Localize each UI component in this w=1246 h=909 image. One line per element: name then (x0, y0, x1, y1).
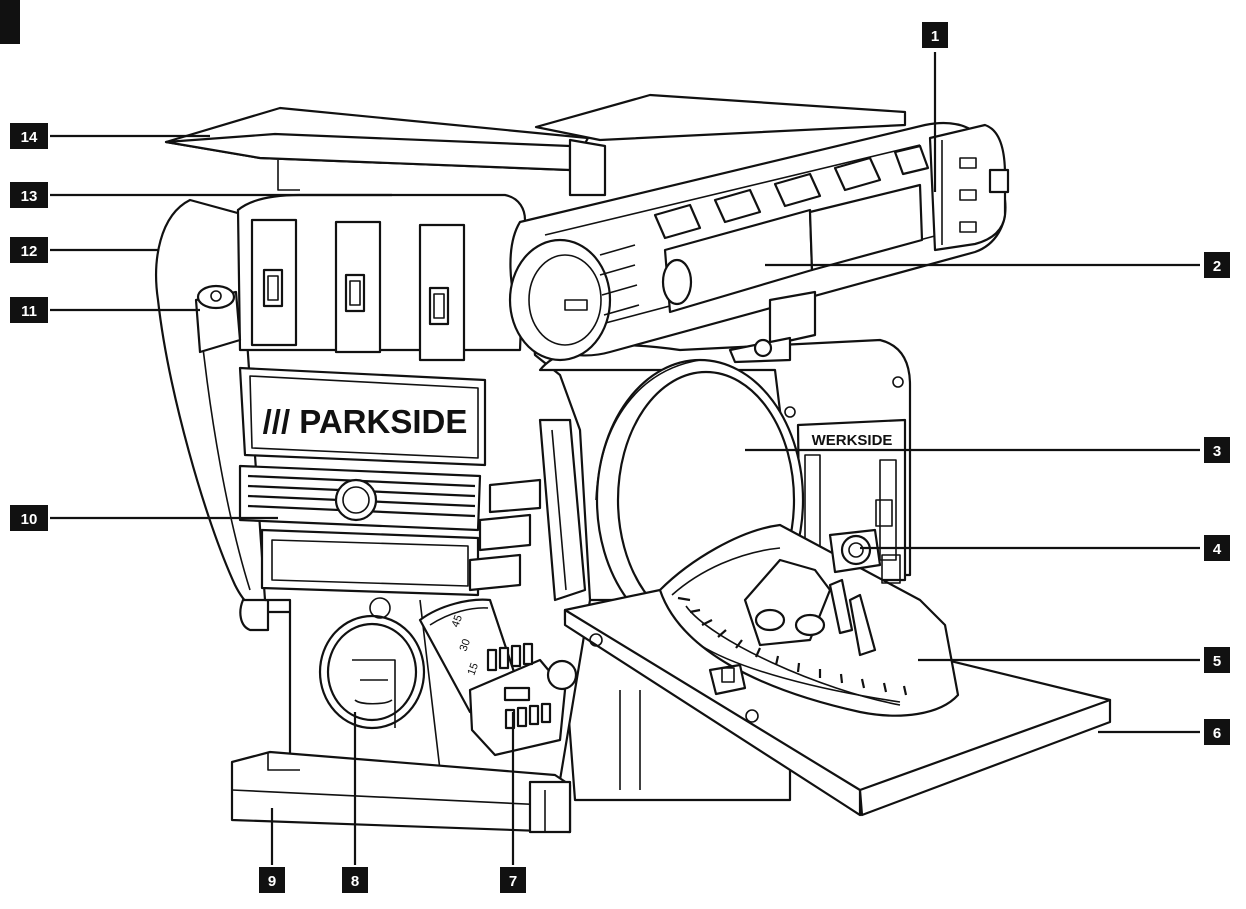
sanding-belt-unit (508, 121, 1010, 364)
callout-14: 14 (10, 123, 48, 149)
callout-7-label: 7 (509, 873, 517, 890)
belt-tilt-screw (194, 284, 242, 354)
belt-guard-slots (250, 218, 466, 362)
tilt-scale-label-15: 15 (466, 661, 481, 677)
callout-5-label: 5 (1213, 653, 1221, 670)
callout-12-label: 12 (21, 243, 38, 260)
callout-11: 11 (10, 297, 48, 323)
callout-2-label: 2 (1213, 258, 1221, 275)
callout-badges: 1 2 3 4 5 6 7 8 (10, 22, 1230, 893)
ventilation-grille (238, 464, 482, 597)
callout-10-label: 10 (21, 511, 38, 528)
callout-1-label: 1 (931, 28, 939, 45)
callout-8: 8 (342, 867, 368, 893)
callout-7: 7 (500, 867, 526, 893)
figure-marker (0, 0, 20, 44)
tilt-scale-label-45: 45 (450, 613, 465, 629)
callout-12: 12 (10, 237, 48, 263)
table-locking-knob (828, 528, 901, 584)
callout-14-label: 14 (21, 129, 38, 146)
tilt-scale-label-30: 30 (458, 637, 473, 653)
callout-8-label: 8 (351, 873, 359, 890)
callout-11-label: 11 (21, 303, 37, 320)
base (230, 750, 572, 834)
callout-4-label: 4 (1213, 541, 1222, 558)
table-angle-knob (468, 642, 578, 757)
dust-extraction-port (318, 614, 426, 730)
callout-1: 1 (922, 22, 948, 48)
miter-gauge (658, 523, 960, 717)
end-stop-plate (164, 93, 907, 197)
callout-6: 6 (1204, 719, 1230, 745)
callout-5: 5 (1204, 647, 1230, 673)
callout-2: 2 (1204, 252, 1230, 278)
brand-panel: /// PARKSIDE (238, 366, 487, 467)
callout-6-label: 6 (1213, 725, 1221, 742)
brand-logo-text: /// PARKSIDE (263, 403, 468, 440)
secondary-brand-label: WERKSIDE (812, 432, 893, 449)
leader-lines (50, 52, 1200, 865)
callout-10: 10 (10, 505, 48, 531)
machine-illustration: WERKSIDE (155, 93, 1112, 834)
callout-9-label: 9 (268, 873, 276, 890)
callout-9: 9 (259, 867, 285, 893)
callout-13-label: 13 (21, 188, 38, 205)
callout-13: 13 (10, 182, 48, 208)
callout-3: 3 (1204, 437, 1230, 463)
callout-3-label: 3 (1213, 443, 1221, 460)
callout-4: 4 (1204, 535, 1230, 561)
